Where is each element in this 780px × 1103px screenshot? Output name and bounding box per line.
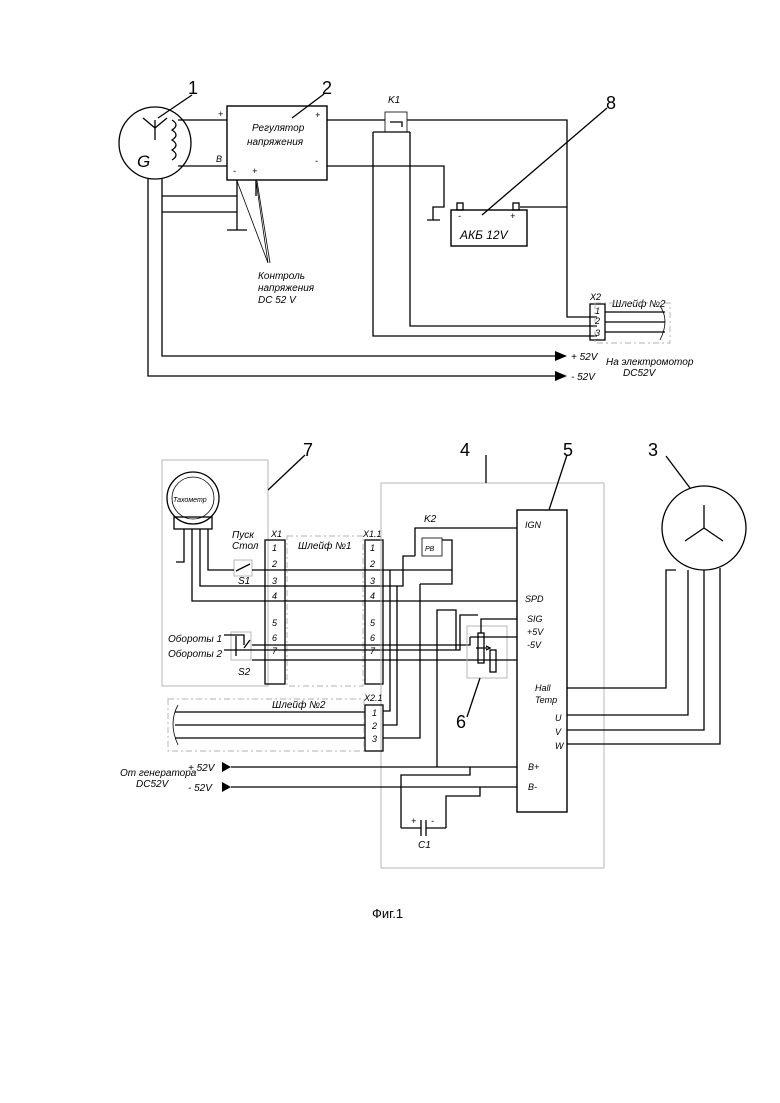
ctrl-u: U (555, 713, 562, 723)
relay-k1-label: K1 (388, 95, 400, 106)
callout-5: 5 (563, 440, 573, 460)
ctrl-bminus: B- (528, 782, 537, 792)
svg-text:2: 2 (271, 559, 277, 569)
relay-k2-label: K2 (424, 514, 437, 525)
x2-pin-3: 3 (595, 328, 600, 338)
figure-caption: Фиг.1 (372, 906, 403, 921)
ctrl-v: V (555, 727, 562, 737)
gen-label-1: От генератора (120, 768, 197, 779)
svg-text:7: 7 (370, 646, 376, 656)
capacitor-c1-label: C1 (418, 840, 431, 851)
loop2-bottom-label: Шлейф №2 (272, 699, 326, 711)
voltage-regulator-2: Регулятор напряжения + - - + (227, 106, 327, 180)
control-label-3: DC 52 V (258, 295, 297, 306)
x21-pin-1: 1 (372, 708, 377, 718)
switch-s2-label: S2 (238, 667, 251, 678)
regulator-sense-plus: + (252, 166, 257, 176)
ctrl-minus5v: -5V (527, 640, 542, 650)
svg-text:7: 7 (272, 646, 278, 656)
cap-minus: - (431, 816, 434, 826)
out-plus-label: + 52V (571, 352, 599, 363)
callout-6: 6 (456, 712, 466, 732)
callout-4: 4 (460, 440, 470, 460)
rev1-label: Обороты 1 (168, 633, 222, 645)
connector-x2-label: X2 (589, 292, 601, 302)
callout-7: 7 (303, 440, 313, 460)
svg-text:1: 1 (370, 543, 375, 553)
svg-text:3: 3 (370, 576, 375, 586)
callout-3: 3 (648, 440, 658, 460)
svg-text:4: 4 (370, 591, 375, 601)
motor-label-1: На электромотор (606, 357, 694, 368)
regulator-b-terminal: B (216, 154, 222, 164)
start-label-1: Пуск (232, 530, 255, 541)
ctrl-plus5v: +5V (527, 627, 544, 637)
regulator-plus-out: + (315, 110, 320, 120)
ctrl-bplus: B+ (528, 762, 539, 772)
motor-3 (662, 486, 746, 570)
connector-x1-label: X1 (270, 529, 282, 539)
regulator-plus-in: + (218, 109, 223, 119)
callout-8: 8 (606, 93, 616, 113)
regulator-label-2: напряжения (247, 137, 304, 148)
svg-text:5: 5 (272, 618, 278, 628)
ctrl-ign: IGN (525, 520, 542, 530)
controller-5: IGN SPD SIG +5V -5V Hall Temp U V W B+ B… (517, 510, 567, 812)
loop2-top-label: Шлейф №2 (612, 298, 666, 310)
svg-text:6: 6 (370, 633, 375, 643)
battery-label: АКБ 12V (459, 228, 509, 242)
ctrl-temp: Temp (535, 695, 557, 705)
ctrl-spd: SPD (525, 594, 544, 604)
regulator-label-1: Регулятор (252, 123, 305, 134)
x2-pin-1: 1 (595, 306, 600, 316)
motor-label-2: DC52V (623, 368, 657, 379)
ctrl-hall: Hall (535, 683, 552, 693)
loop1-label: Шлейф №1 (298, 540, 352, 552)
svg-text:4: 4 (272, 591, 277, 601)
connector-x21-label: X2.1 (363, 693, 383, 703)
potentiometer-6 (467, 626, 507, 678)
connector-x11-label: X1.1 (362, 529, 382, 539)
in-minus-label: - 52V (188, 783, 213, 794)
start-label-2: Стол (232, 541, 259, 552)
ctrl-sig: SIG (527, 614, 543, 624)
svg-text:5: 5 (370, 618, 376, 628)
x21-pin-2: 2 (371, 721, 377, 731)
generator-1: G (119, 107, 191, 179)
relay-k2-rb: РВ (425, 546, 435, 553)
out-minus-label: - 52V (571, 372, 596, 383)
svg-text:6: 6 (272, 633, 277, 643)
battery-plus: + (510, 211, 515, 221)
regulator-minus-out: - (315, 156, 318, 166)
rev2-label: Обороты 2 (168, 648, 223, 660)
x11-pins: 1 2 3 4 5 6 7 (369, 543, 376, 656)
x21-pin-3: 3 (372, 734, 377, 744)
tachometer: Тахометр (167, 472, 219, 548)
generator-letter: G (137, 152, 150, 171)
gen-label-2: DC52V (136, 779, 170, 790)
callout-1: 1 (188, 78, 198, 98)
control-label-2: напряжения (258, 283, 315, 294)
control-label-1: Контроль (258, 271, 305, 282)
cap-plus: + (411, 816, 416, 826)
x1-pins: 1 2 3 4 5 6 7 (271, 543, 278, 656)
svg-text:1: 1 (272, 543, 277, 553)
battery-minus: - (458, 211, 461, 221)
svg-text:2: 2 (369, 559, 375, 569)
tachometer-label: Тахометр (173, 497, 207, 504)
callout-2: 2 (322, 78, 332, 98)
svg-text:3: 3 (272, 576, 277, 586)
regulator-sense-minus: - (233, 166, 236, 176)
